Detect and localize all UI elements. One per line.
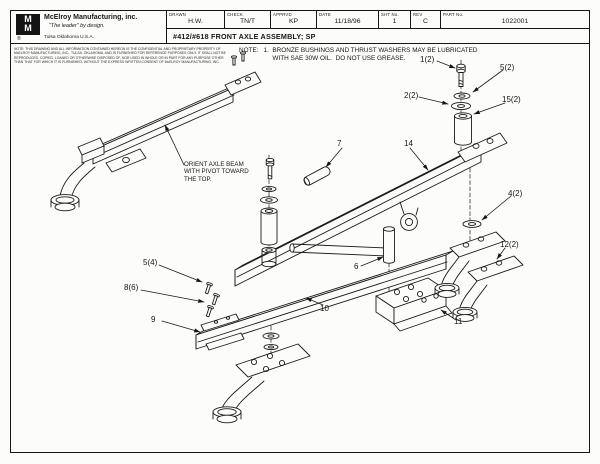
part-label: 7 bbox=[337, 139, 342, 148]
field-sheet-no: SHT No. 1 bbox=[379, 11, 411, 28]
field-apprvd: APPRVD KP bbox=[271, 11, 317, 28]
part-label: 5(4) bbox=[143, 258, 158, 267]
part-label: 14 bbox=[404, 139, 413, 148]
field-value: 11/18/96 bbox=[334, 18, 361, 25]
orientation-annotation: ORIENT AXLE BEAM WITH PIVOT TOWARD THE T… bbox=[184, 161, 249, 183]
note-body: 1. BRONZE BUSHINGS AND THRUST WASHERS MA… bbox=[263, 47, 478, 62]
tow-hook-left bbox=[50, 162, 96, 212]
field-label: CHECK bbox=[227, 12, 244, 17]
part-label: 10 bbox=[320, 304, 329, 313]
part-label: 5(2) bbox=[500, 63, 515, 72]
fastener-stack-mid-left bbox=[260, 157, 278, 246]
bottom-plate-assembly bbox=[212, 332, 311, 424]
field-label: REV bbox=[413, 12, 423, 17]
lower-rail-10 bbox=[195, 250, 454, 350]
field-value: C bbox=[423, 18, 428, 25]
field-label: DATE bbox=[319, 12, 331, 17]
screws-5-8 bbox=[204, 282, 220, 318]
field-drawn: DRAWN H.W. bbox=[167, 11, 225, 28]
field-value: TN/T bbox=[239, 18, 256, 25]
lubrication-note: NOTE: 1. BRONZE BUSHINGS AND THRUST WASH… bbox=[239, 47, 478, 65]
drawing-title: #412/#618 FRONT AXLE ASSEMBLY; SP bbox=[173, 31, 316, 41]
proprietary-disclaimer: NOTE: THIS DRAWING AND ALL INFORMATION C… bbox=[14, 47, 226, 65]
company-block: M M ® McElroy Manufacturing, inc. "The l… bbox=[11, 11, 167, 43]
leader-lines bbox=[140, 60, 512, 333]
title-block: M M ® McElroy Manufacturing, inc. "The l… bbox=[10, 10, 590, 44]
part-label: 4(2) bbox=[508, 189, 523, 198]
note-title: NOTE: bbox=[239, 47, 259, 54]
part-label: 15(2) bbox=[502, 95, 521, 104]
spindle-12b bbox=[452, 255, 524, 322]
part-label: 12(2) bbox=[500, 240, 519, 249]
field-value: 1 bbox=[392, 18, 397, 25]
pin-7 bbox=[303, 166, 331, 186]
part-label: 8(6) bbox=[124, 283, 139, 292]
field-label: PART No. bbox=[443, 12, 464, 17]
company-tagline: "The leader" by design. bbox=[49, 23, 105, 29]
beam-14 bbox=[234, 132, 508, 287]
field-part-no: PART No. 1022001 bbox=[441, 11, 589, 28]
title-block-fields: DRAWN H.W. CHECK TN/T APPRVD KP DATE 11/… bbox=[167, 11, 589, 43]
part-label: 2(2) bbox=[404, 91, 419, 100]
spindle-12a bbox=[434, 231, 506, 298]
tie-rod-and-pin-6 bbox=[289, 226, 395, 264]
fastener-stack-top-right bbox=[451, 63, 472, 146]
mcelroy-logo: M M bbox=[16, 14, 40, 35]
field-label: DRAWN bbox=[169, 12, 187, 17]
registered-mark: ® bbox=[17, 36, 21, 42]
part-label: 11 bbox=[454, 317, 463, 326]
left-axle-beam bbox=[77, 51, 262, 173]
bracket-11 bbox=[375, 277, 453, 332]
field-check: CHECK TN/T bbox=[225, 11, 271, 28]
part-label: 1(2) bbox=[420, 55, 435, 64]
part-label: 9 bbox=[151, 315, 156, 324]
field-rev: REV C bbox=[411, 11, 441, 28]
field-value: H.W. bbox=[188, 18, 203, 25]
notes-row: NOTE: THIS DRAWING AND ALL INFORMATION C… bbox=[14, 47, 586, 65]
field-date: DATE 11/18/96 bbox=[317, 11, 379, 28]
clamp-9 bbox=[200, 313, 245, 351]
field-value: 1022001 bbox=[501, 18, 529, 25]
field-value: KP bbox=[288, 18, 299, 25]
field-label: SHT No. bbox=[381, 12, 399, 17]
company-name: McElroy Manufacturing, inc. bbox=[44, 14, 138, 21]
part-label: 6 bbox=[354, 262, 359, 271]
washer-4 bbox=[462, 220, 482, 228]
field-label: APPRVD bbox=[273, 12, 292, 17]
company-location: Tulsa Oklahoma U.S.A. bbox=[44, 35, 94, 40]
